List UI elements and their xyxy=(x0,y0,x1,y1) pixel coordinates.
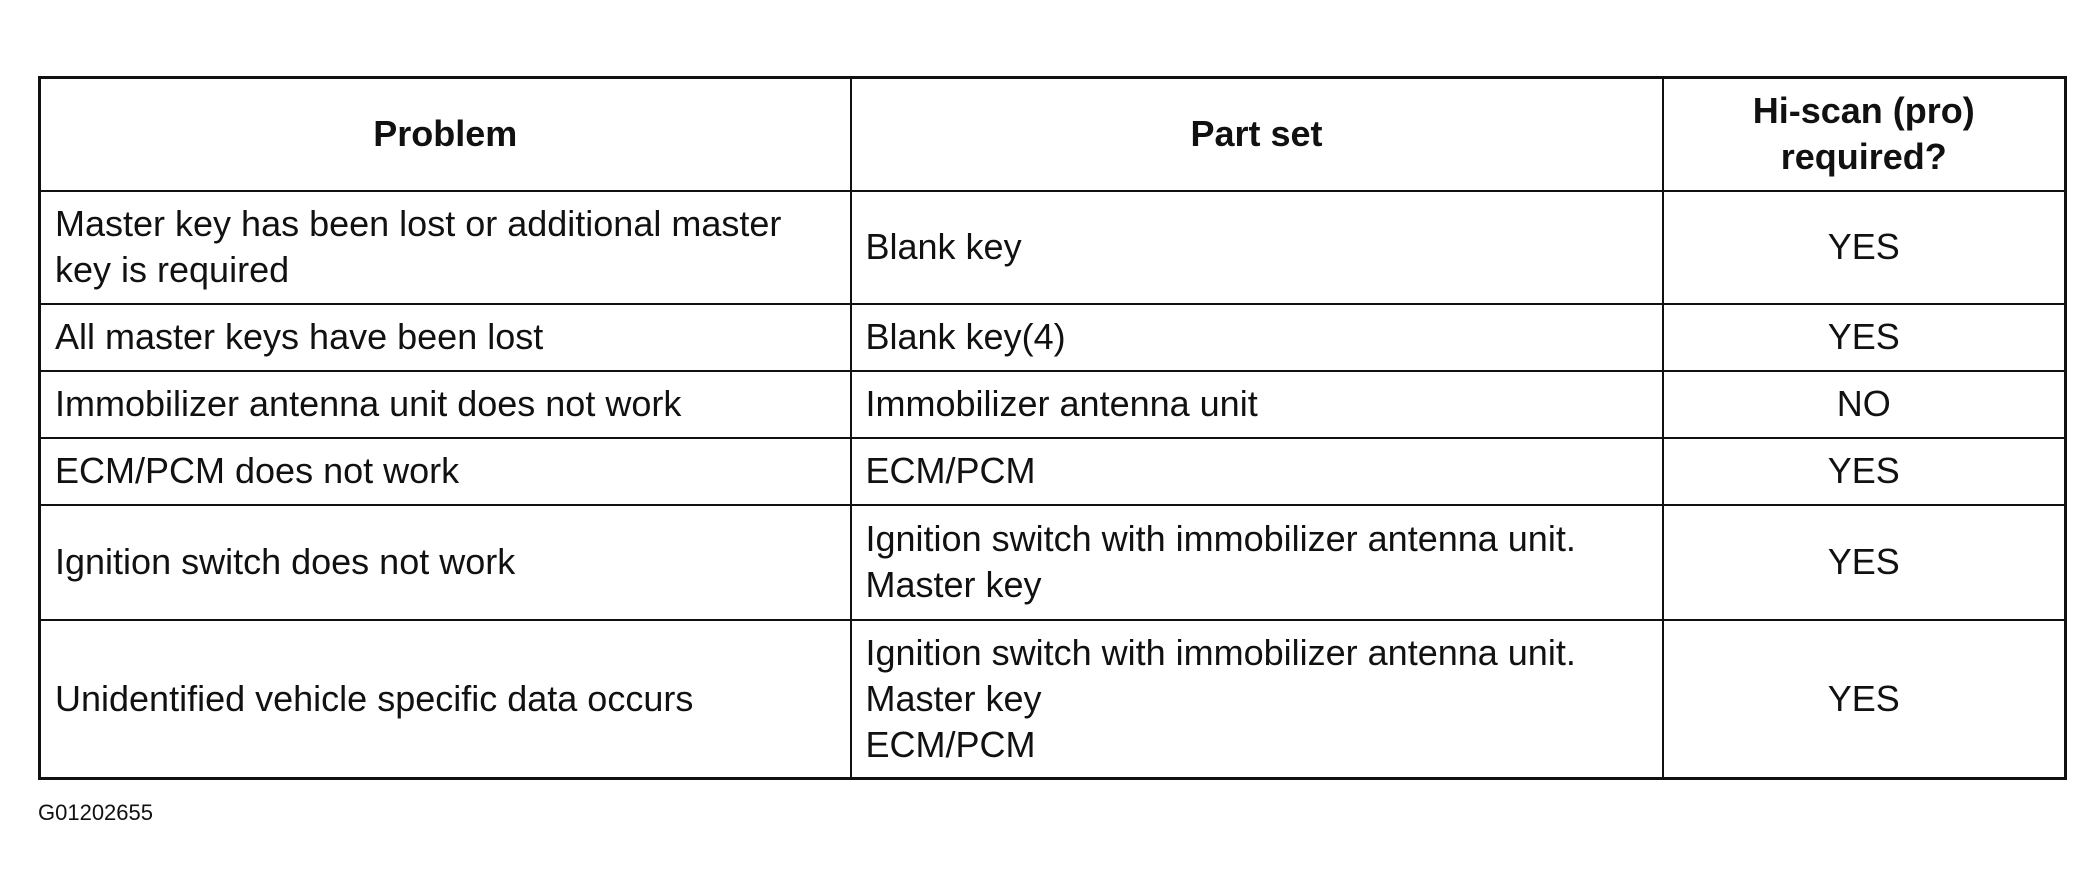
parts-requirement-table: Problem Part set Hi-scan (pro) required?… xyxy=(38,76,2067,780)
required-cell: NO xyxy=(1661,369,2067,439)
required-cell: YES xyxy=(1661,302,2067,372)
problem-cell: All master keys have been lost xyxy=(38,302,852,372)
table-row: Master key has been lost or additional m… xyxy=(38,189,2067,305)
part-set-cell: Ignition switch with immobilizer antenna… xyxy=(849,618,1664,780)
required-cell: YES xyxy=(1661,436,2067,506)
table-row: Ignition switch does not work Ignition s… xyxy=(38,503,2067,621)
problem-cell: Master key has been lost or additional m… xyxy=(38,189,852,305)
part-set-line: ECM/PCM xyxy=(865,723,1036,765)
part-set-cell: Ignition switch with immobilizer antenna… xyxy=(849,503,1664,621)
header-problem: Problem xyxy=(38,76,852,192)
header-hiscan-required: Hi-scan (pro) required? xyxy=(1661,76,2067,192)
problem-cell: ECM/PCM does not work xyxy=(38,436,852,506)
part-set-line: Blank key(4) xyxy=(865,316,1066,357)
part-set-line: ECM/PCM xyxy=(865,450,1036,491)
part-set-cell: Immobilizer antenna unit xyxy=(849,369,1664,439)
table-row: ECM/PCM does not work ECM/PCM YES xyxy=(38,436,2067,506)
required-cell: YES xyxy=(1661,618,2067,780)
part-set-line: Ignition switch with immobilizer antenna… xyxy=(865,518,1576,559)
part-set-cell: Blank key xyxy=(849,189,1664,305)
part-set-line: Ignition switch with immobilizer antenna… xyxy=(865,631,1576,673)
problem-cell: Ignition switch does not work xyxy=(38,503,852,621)
part-set-cell: Blank key(4) xyxy=(849,302,1664,372)
table-row: Immobilizer antenna unit does not work I… xyxy=(38,369,2067,439)
table-row: All master keys have been lost Blank key… xyxy=(38,302,2067,372)
problem-cell: Immobilizer antenna unit does not work xyxy=(38,369,852,439)
table-row: Unidentified vehicle specific data occur… xyxy=(38,618,2067,780)
part-set-line: Master key xyxy=(865,677,1042,719)
table-header-row: Problem Part set Hi-scan (pro) required? xyxy=(38,76,2067,192)
header-part-set: Part set xyxy=(849,76,1664,192)
problem-cell: Unidentified vehicle specific data occur… xyxy=(38,618,852,780)
part-set-cell: ECM/PCM xyxy=(849,436,1664,506)
part-set-line: Immobilizer antenna unit xyxy=(865,383,1258,424)
part-set-line: Master key xyxy=(865,564,1042,605)
required-cell: YES xyxy=(1661,189,2067,305)
required-cell: YES xyxy=(1661,503,2067,621)
part-set-line: Blank key xyxy=(865,226,1022,267)
figure-id: G01202655 xyxy=(38,800,153,825)
